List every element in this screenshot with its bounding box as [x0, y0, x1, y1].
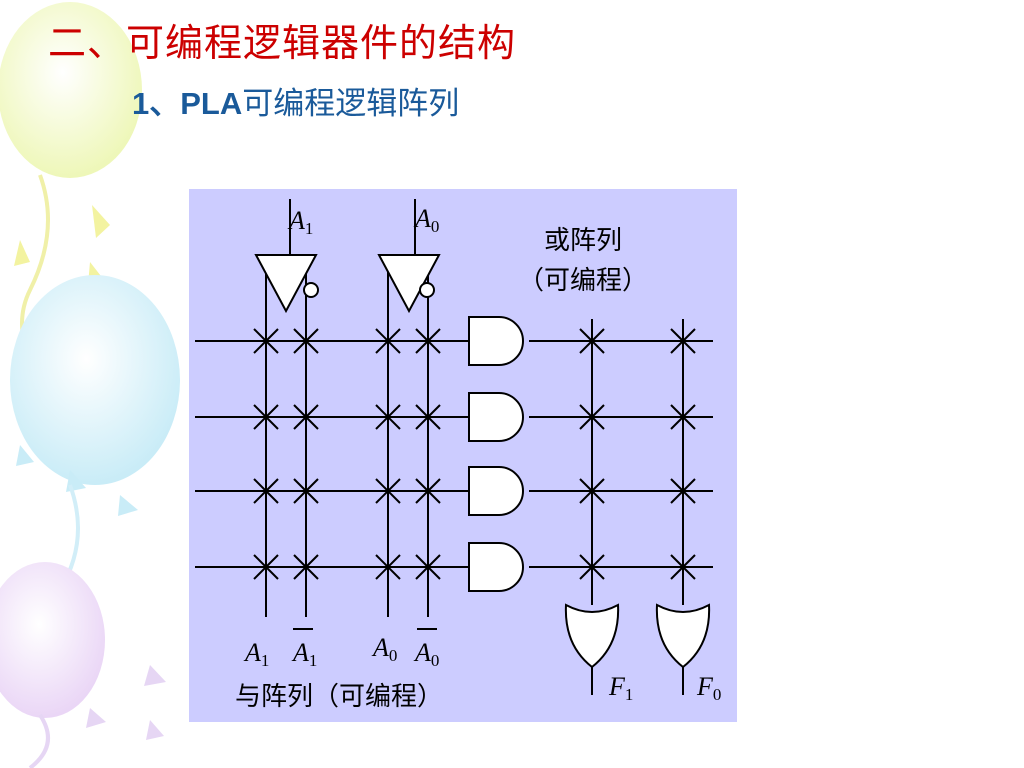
and-cross: [375, 478, 401, 504]
and-cross: [293, 328, 319, 354]
pla-diagram-panel: A1 A0 或阵列 （可编程） A1 A1 A0 A0 与阵列（可编程） F1 …: [189, 189, 737, 722]
and-cross: [375, 554, 401, 580]
or-cross: [579, 328, 605, 354]
and-gate: [468, 466, 524, 516]
or-cross: [579, 554, 605, 580]
column-label-a0: A0: [371, 633, 397, 665]
and-gate: [468, 316, 524, 366]
and-array-label: 与阵列（可编程）: [235, 682, 443, 712]
or-cross: [579, 404, 605, 430]
output-label-f0: F0: [696, 672, 721, 704]
subtitle-number: 1、PLA: [132, 86, 243, 121]
and-cross: [253, 328, 279, 354]
and-gate: [468, 542, 524, 592]
logic-gates: [254, 254, 711, 669]
and-cross: [415, 554, 441, 580]
and-cross: [375, 328, 401, 354]
and-cross: [415, 328, 441, 354]
or-cross: [579, 478, 605, 504]
or-gate: [655, 603, 711, 669]
programmable-connections: [253, 328, 696, 580]
or-cross: [670, 478, 696, 504]
and-cross: [293, 478, 319, 504]
and-cross: [253, 478, 279, 504]
inverter-bubble: [303, 282, 319, 298]
inverter-bubble: [419, 282, 435, 298]
input-label-a0: A0: [413, 204, 439, 236]
or-gate: [564, 603, 620, 669]
and-cross: [253, 554, 279, 580]
column-label-a1: A1: [243, 638, 269, 670]
input-label-a1: A1: [287, 206, 313, 238]
slide-title: 二、可编程逻辑器件的结构: [48, 21, 517, 65]
purple-balloon-icon: [0, 562, 166, 768]
or-cross: [670, 404, 696, 430]
and-cross: [415, 478, 441, 504]
and-cross: [293, 554, 319, 580]
and-cross: [415, 404, 441, 430]
balloon-decoration: [0, 2, 180, 768]
and-cross: [253, 404, 279, 430]
column-label-a1-bar: A1: [291, 638, 317, 670]
pla-diagram: A1 A0 或阵列 （可编程） A1 A1 A0 A0 与阵列（可编程） F1 …: [195, 199, 721, 712]
column-label-a0-bar: A0: [413, 638, 439, 670]
and-gate: [468, 392, 524, 442]
or-cross: [670, 554, 696, 580]
or-array-label: 或阵列: [544, 226, 622, 256]
or-cross: [670, 328, 696, 354]
inverter-triangle: [254, 254, 318, 314]
or-array-sublabel: （可编程）: [518, 266, 648, 296]
slide-subtitle: 1、PLA可编程逻辑阵列: [132, 78, 459, 123]
and-cross: [293, 404, 319, 430]
blue-balloon-icon: [10, 275, 180, 592]
subtitle-text: 可编程逻辑阵列: [242, 86, 460, 122]
and-cross: [375, 404, 401, 430]
output-label-f1: F1: [608, 672, 633, 704]
